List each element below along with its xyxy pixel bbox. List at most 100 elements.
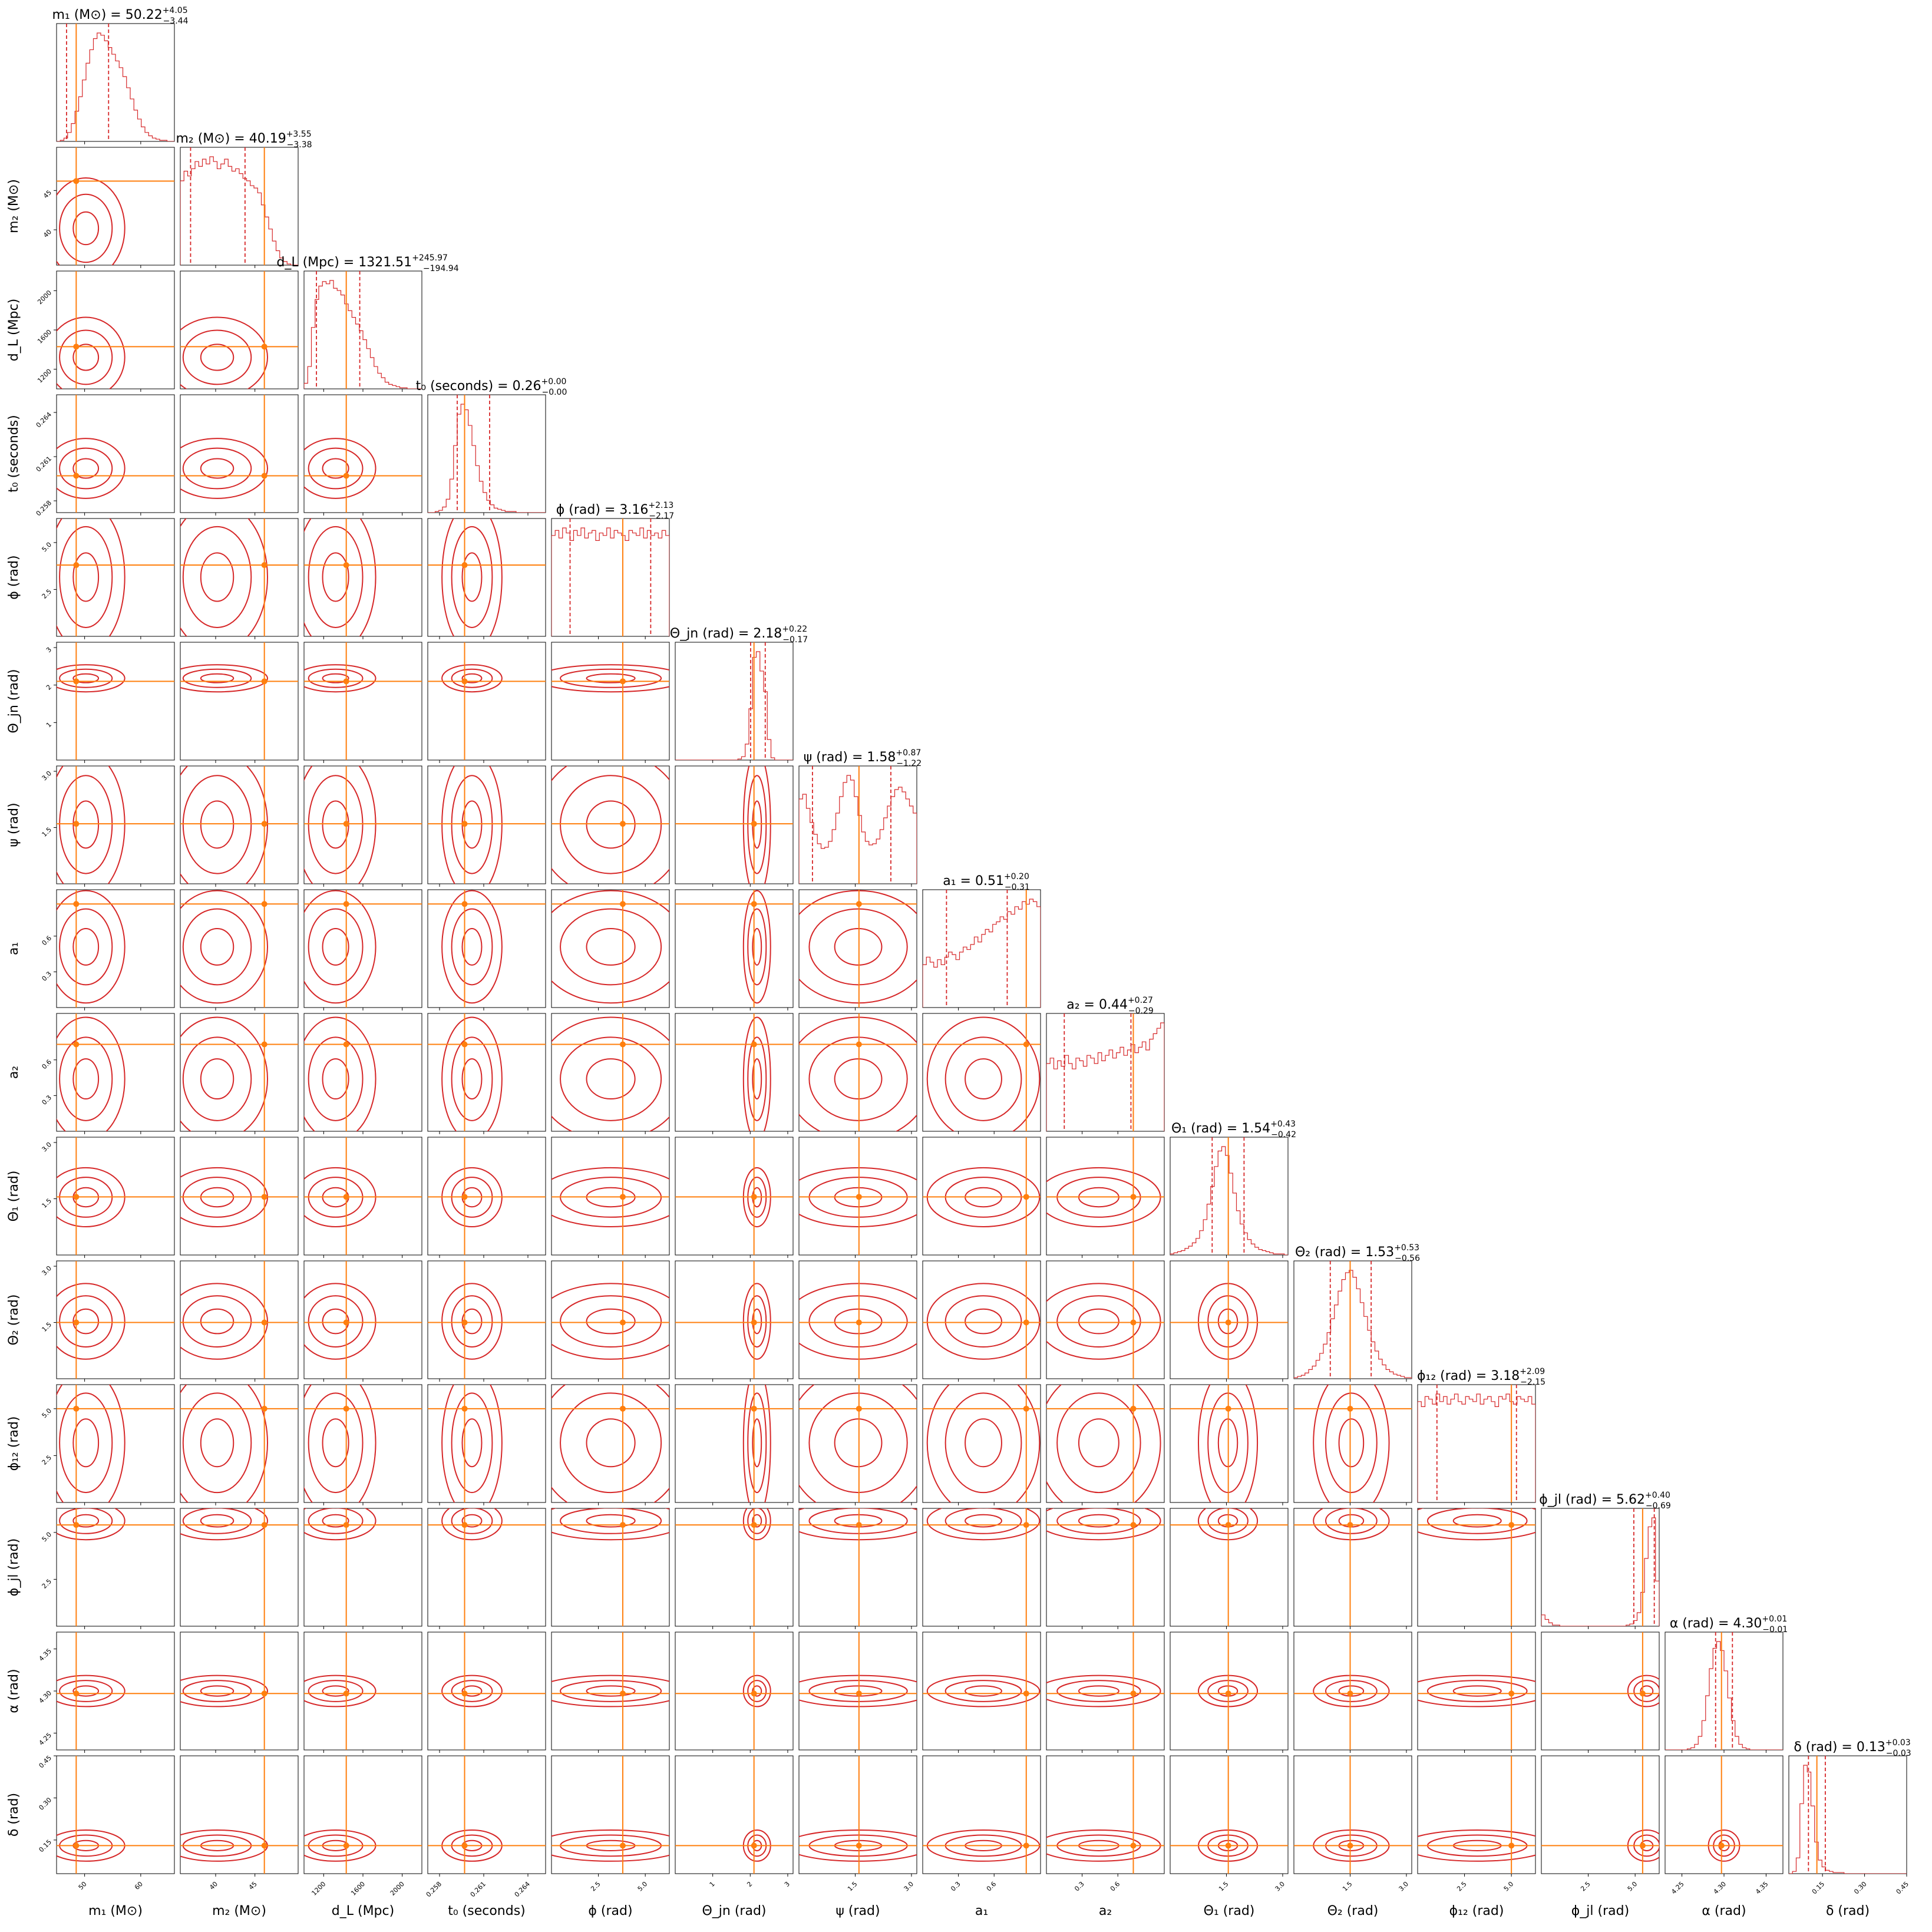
panel-content (428, 1137, 546, 1255)
contour-3 (799, 1675, 917, 1708)
contour-1 (322, 1514, 349, 1528)
title-phijl: ϕ_jl (rad) = 5.62+0.40−0.69 (1539, 1491, 1671, 1511)
panel-frame (427, 1013, 546, 1132)
panel-frame (675, 1508, 794, 1627)
contour-2 (59, 668, 113, 688)
panel-frame (1417, 1755, 1536, 1874)
histogram-m1 (57, 32, 174, 141)
panel-frame (303, 1508, 422, 1627)
panel-frame (56, 147, 175, 266)
contour-2 (59, 1295, 113, 1348)
histogram-dL (304, 280, 422, 389)
panel-frame (1046, 1508, 1165, 1627)
panel-frame (427, 1632, 546, 1751)
truth-point (261, 1319, 267, 1326)
panel-frame (1293, 1384, 1412, 1503)
title-plus: +0.40 (1645, 1491, 1670, 1500)
panel-content (923, 1013, 1041, 1131)
panel-a2-alpha (1046, 1632, 1165, 1753)
y-tick-label: 3.0 (41, 1264, 54, 1277)
contour-2 (59, 1508, 113, 1534)
contour-2 (560, 1295, 662, 1348)
truth-point (1023, 1194, 1029, 1200)
contour-3 (304, 1508, 377, 1541)
panel-frame (922, 1260, 1041, 1379)
contour-3 (57, 1016, 126, 1131)
panel-content (923, 1756, 1041, 1874)
title-minus: −3.38 (287, 140, 312, 150)
contour-3 (1313, 1508, 1390, 1541)
contour-1 (461, 928, 483, 966)
truth-point (1130, 1194, 1137, 1200)
contour-1 (965, 1685, 1002, 1697)
y-tick-label: 3.0 (41, 770, 54, 782)
panel-frame (1046, 1260, 1165, 1379)
panel-frame (675, 1137, 794, 1256)
contour-2 (308, 1508, 364, 1534)
panel-m2-alpha (180, 1632, 299, 1753)
truth-point (751, 1522, 757, 1528)
panel-content (180, 766, 298, 884)
contour-3 (551, 1167, 669, 1228)
x-tick-label: 4.25 (1670, 1880, 1686, 1896)
ylabel-delta: δ (rad) (6, 1793, 21, 1837)
panel-thetajn-alpha (675, 1632, 794, 1753)
contour-1 (72, 1058, 100, 1100)
panel-thetajn-phi12 (675, 1384, 794, 1505)
panel-content (799, 1756, 917, 1874)
contour-3 (57, 177, 126, 265)
truth-point (261, 1405, 267, 1412)
panel-content (1046, 1508, 1164, 1626)
truth-point (261, 678, 267, 685)
contour-1 (1078, 1418, 1119, 1468)
x-tick-label: 1600 (349, 1880, 366, 1897)
panel-thetajn-phijl (675, 1508, 794, 1629)
panel-content (1170, 1137, 1288, 1255)
contour-3 (180, 1675, 268, 1708)
y-tick-label: 2 (45, 683, 53, 692)
panel-content (428, 1385, 546, 1502)
xlabel-a1: a₁ (975, 1904, 988, 1918)
panel-phi-phi12 (551, 1384, 670, 1505)
panel-frame (180, 765, 299, 884)
truth-point (1225, 1319, 1231, 1326)
panel-psi-theta1 (798, 1137, 917, 1258)
truth-point (1639, 1690, 1646, 1697)
panel-t0-psi (427, 765, 546, 887)
contour-2 (308, 1295, 364, 1348)
panel-frame (1170, 1508, 1289, 1627)
panel-phi-psi (551, 765, 670, 887)
y-tick-label: 5.0 (41, 1531, 54, 1544)
truth-point (1130, 1842, 1137, 1849)
contour-1 (72, 800, 100, 849)
contour-3 (304, 1675, 377, 1708)
contour-1 (752, 1418, 762, 1468)
contour-1 (965, 1058, 1002, 1100)
contour-2 (944, 1508, 1022, 1534)
panel-content (180, 271, 298, 389)
title-text: ϕ_jl (rad) = 5.62 (1539, 1492, 1645, 1507)
truth-point (461, 1690, 468, 1697)
contour-3 (551, 1508, 669, 1541)
xlabel-thetajn: Θ_jn (rad) (702, 1904, 766, 1918)
panel-frame (56, 1384, 175, 1503)
contour-2 (451, 1680, 493, 1702)
truth-point (73, 1041, 80, 1048)
x-tick-label: 0.6 (985, 1880, 998, 1893)
panel-content (675, 890, 793, 1008)
panel-content (304, 642, 422, 760)
y-tick-label: 5.0 (41, 1407, 54, 1420)
hist-panel-dL (303, 270, 422, 392)
panel-frame (798, 1384, 917, 1503)
panel-content (1170, 1385, 1288, 1502)
contour-2 (308, 447, 364, 490)
panel-frame (427, 889, 546, 1008)
panel-frame (56, 1260, 175, 1379)
panel-content (799, 1385, 917, 1502)
contour-2 (182, 1680, 252, 1702)
contour-3 (441, 890, 503, 1004)
panel-m2-psi (180, 765, 299, 887)
